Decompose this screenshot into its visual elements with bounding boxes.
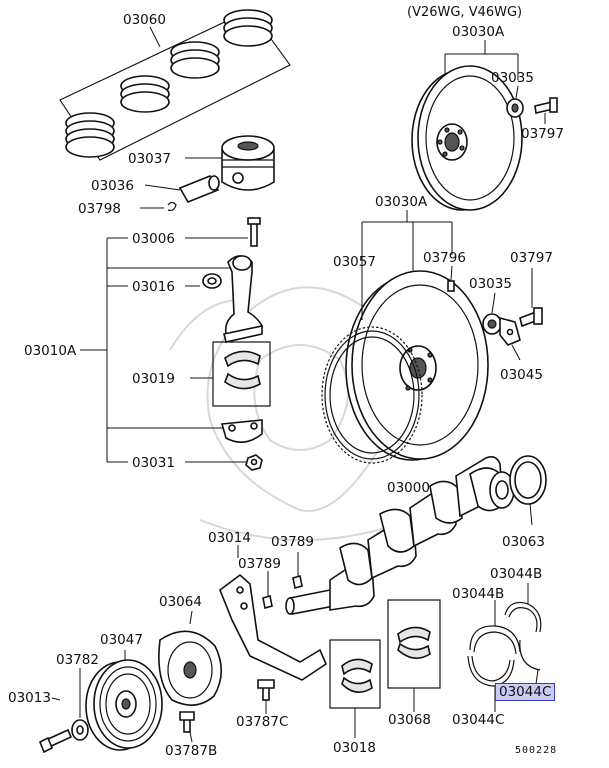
part-label-03019[interactable]: 03019	[132, 371, 175, 387]
sprocket-guide-03014[interactable]	[219, 545, 327, 681]
part-label-03016[interactable]: 03016	[132, 279, 175, 295]
thrust-washers-03044[interactable]	[467, 583, 542, 712]
part-label-03797-top[interactable]: 03797	[521, 126, 564, 142]
pilot-bushing-03035[interactable]	[482, 292, 502, 335]
piston-pin-03036[interactable]	[144, 174, 220, 204]
part-label-03010a[interactable]: 03010A	[24, 343, 77, 359]
flywheel-bolt-03797[interactable]	[519, 268, 543, 328]
part-label-03796[interactable]: 03796	[423, 250, 466, 266]
part-label-03031[interactable]: 03031	[132, 455, 175, 471]
part-label-03036[interactable]: 03036	[91, 178, 134, 194]
pulley-bolt-03013[interactable]	[38, 697, 73, 754]
piston-03037[interactable]	[185, 135, 275, 191]
main-bearing-03068[interactable]	[387, 599, 441, 712]
plate-03045[interactable]	[499, 316, 521, 361]
part-label-03030a-top[interactable]: 03030A	[452, 24, 505, 40]
flywheel-03030a-top[interactable]	[411, 40, 523, 211]
part-label-03789-b[interactable]: 03789	[271, 534, 314, 550]
part-label-03798[interactable]: 03798	[78, 201, 121, 217]
flywheel-bolt-03797-top[interactable]	[534, 97, 558, 124]
bolt-03787c[interactable]	[257, 679, 275, 714]
part-label-03782[interactable]: 03782	[56, 652, 99, 668]
crankshaft-03000[interactable]	[285, 456, 515, 615]
part-label-03063[interactable]: 03063	[502, 534, 545, 550]
document-number: 500228	[515, 745, 558, 756]
crank-pulley-03047[interactable]	[85, 650, 163, 751]
sprocket-03064[interactable]	[158, 610, 223, 706]
connecting-rod-group[interactable]	[80, 217, 271, 471]
part-label-03797[interactable]: 03797	[510, 250, 553, 266]
dowel-pin-03796[interactable]	[447, 265, 455, 292]
part-label-03787c[interactable]: 03787C	[236, 714, 289, 730]
part-label-03018[interactable]: 03018	[333, 740, 376, 756]
part-label-03060[interactable]: 03060	[123, 12, 166, 28]
pin-03789-a[interactable]	[262, 571, 273, 610]
part-label-03035-top[interactable]: 03035	[491, 70, 534, 86]
part-label-03044c[interactable]: 03044C	[452, 712, 505, 728]
part-label-03013[interactable]: 03013	[8, 690, 51, 706]
part-label-03014[interactable]: 03014	[208, 530, 251, 546]
rear-oil-seal-03063[interactable]	[509, 455, 547, 526]
part-label-03057[interactable]: 03057	[333, 254, 376, 270]
flywheel-03030a[interactable]	[345, 210, 489, 461]
bolt-03787b[interactable]	[179, 711, 195, 743]
part-label-03044b-top[interactable]: 03044B	[490, 566, 543, 582]
part-label-03037[interactable]: 03037	[128, 151, 171, 167]
part-label-03006[interactable]: 03006	[132, 231, 175, 247]
piston-ring-set-03060[interactable]	[59, 9, 291, 161]
part-label-03787b[interactable]: 03787B	[165, 743, 218, 759]
pin-03789-b[interactable]	[292, 552, 303, 590]
part-label-03000[interactable]: 03000	[387, 480, 430, 496]
model-note: (V26WG, V46WG)	[407, 5, 523, 20]
washer-03782[interactable]	[71, 668, 89, 741]
part-label-03044b[interactable]: 03044B	[452, 586, 505, 602]
ring-gear-03057[interactable]	[321, 326, 423, 464]
part-label-03064[interactable]: 03064	[159, 594, 202, 610]
part-label-03035[interactable]: 03035	[469, 276, 512, 292]
part-label-03044c-selected[interactable]: 03044C	[494, 683, 556, 701]
part-label-03789-a[interactable]: 03789	[238, 556, 281, 572]
part-label-03045[interactable]: 03045	[500, 367, 543, 383]
main-bearing-03018[interactable]	[329, 639, 381, 738]
pilot-bushing-03035-top[interactable]	[506, 85, 524, 118]
part-label-03047[interactable]: 03047	[100, 632, 143, 648]
snap-ring-03798[interactable]	[140, 201, 177, 212]
part-label-03068[interactable]: 03068	[388, 712, 431, 728]
part-label-03030a[interactable]: 03030A	[375, 194, 428, 210]
